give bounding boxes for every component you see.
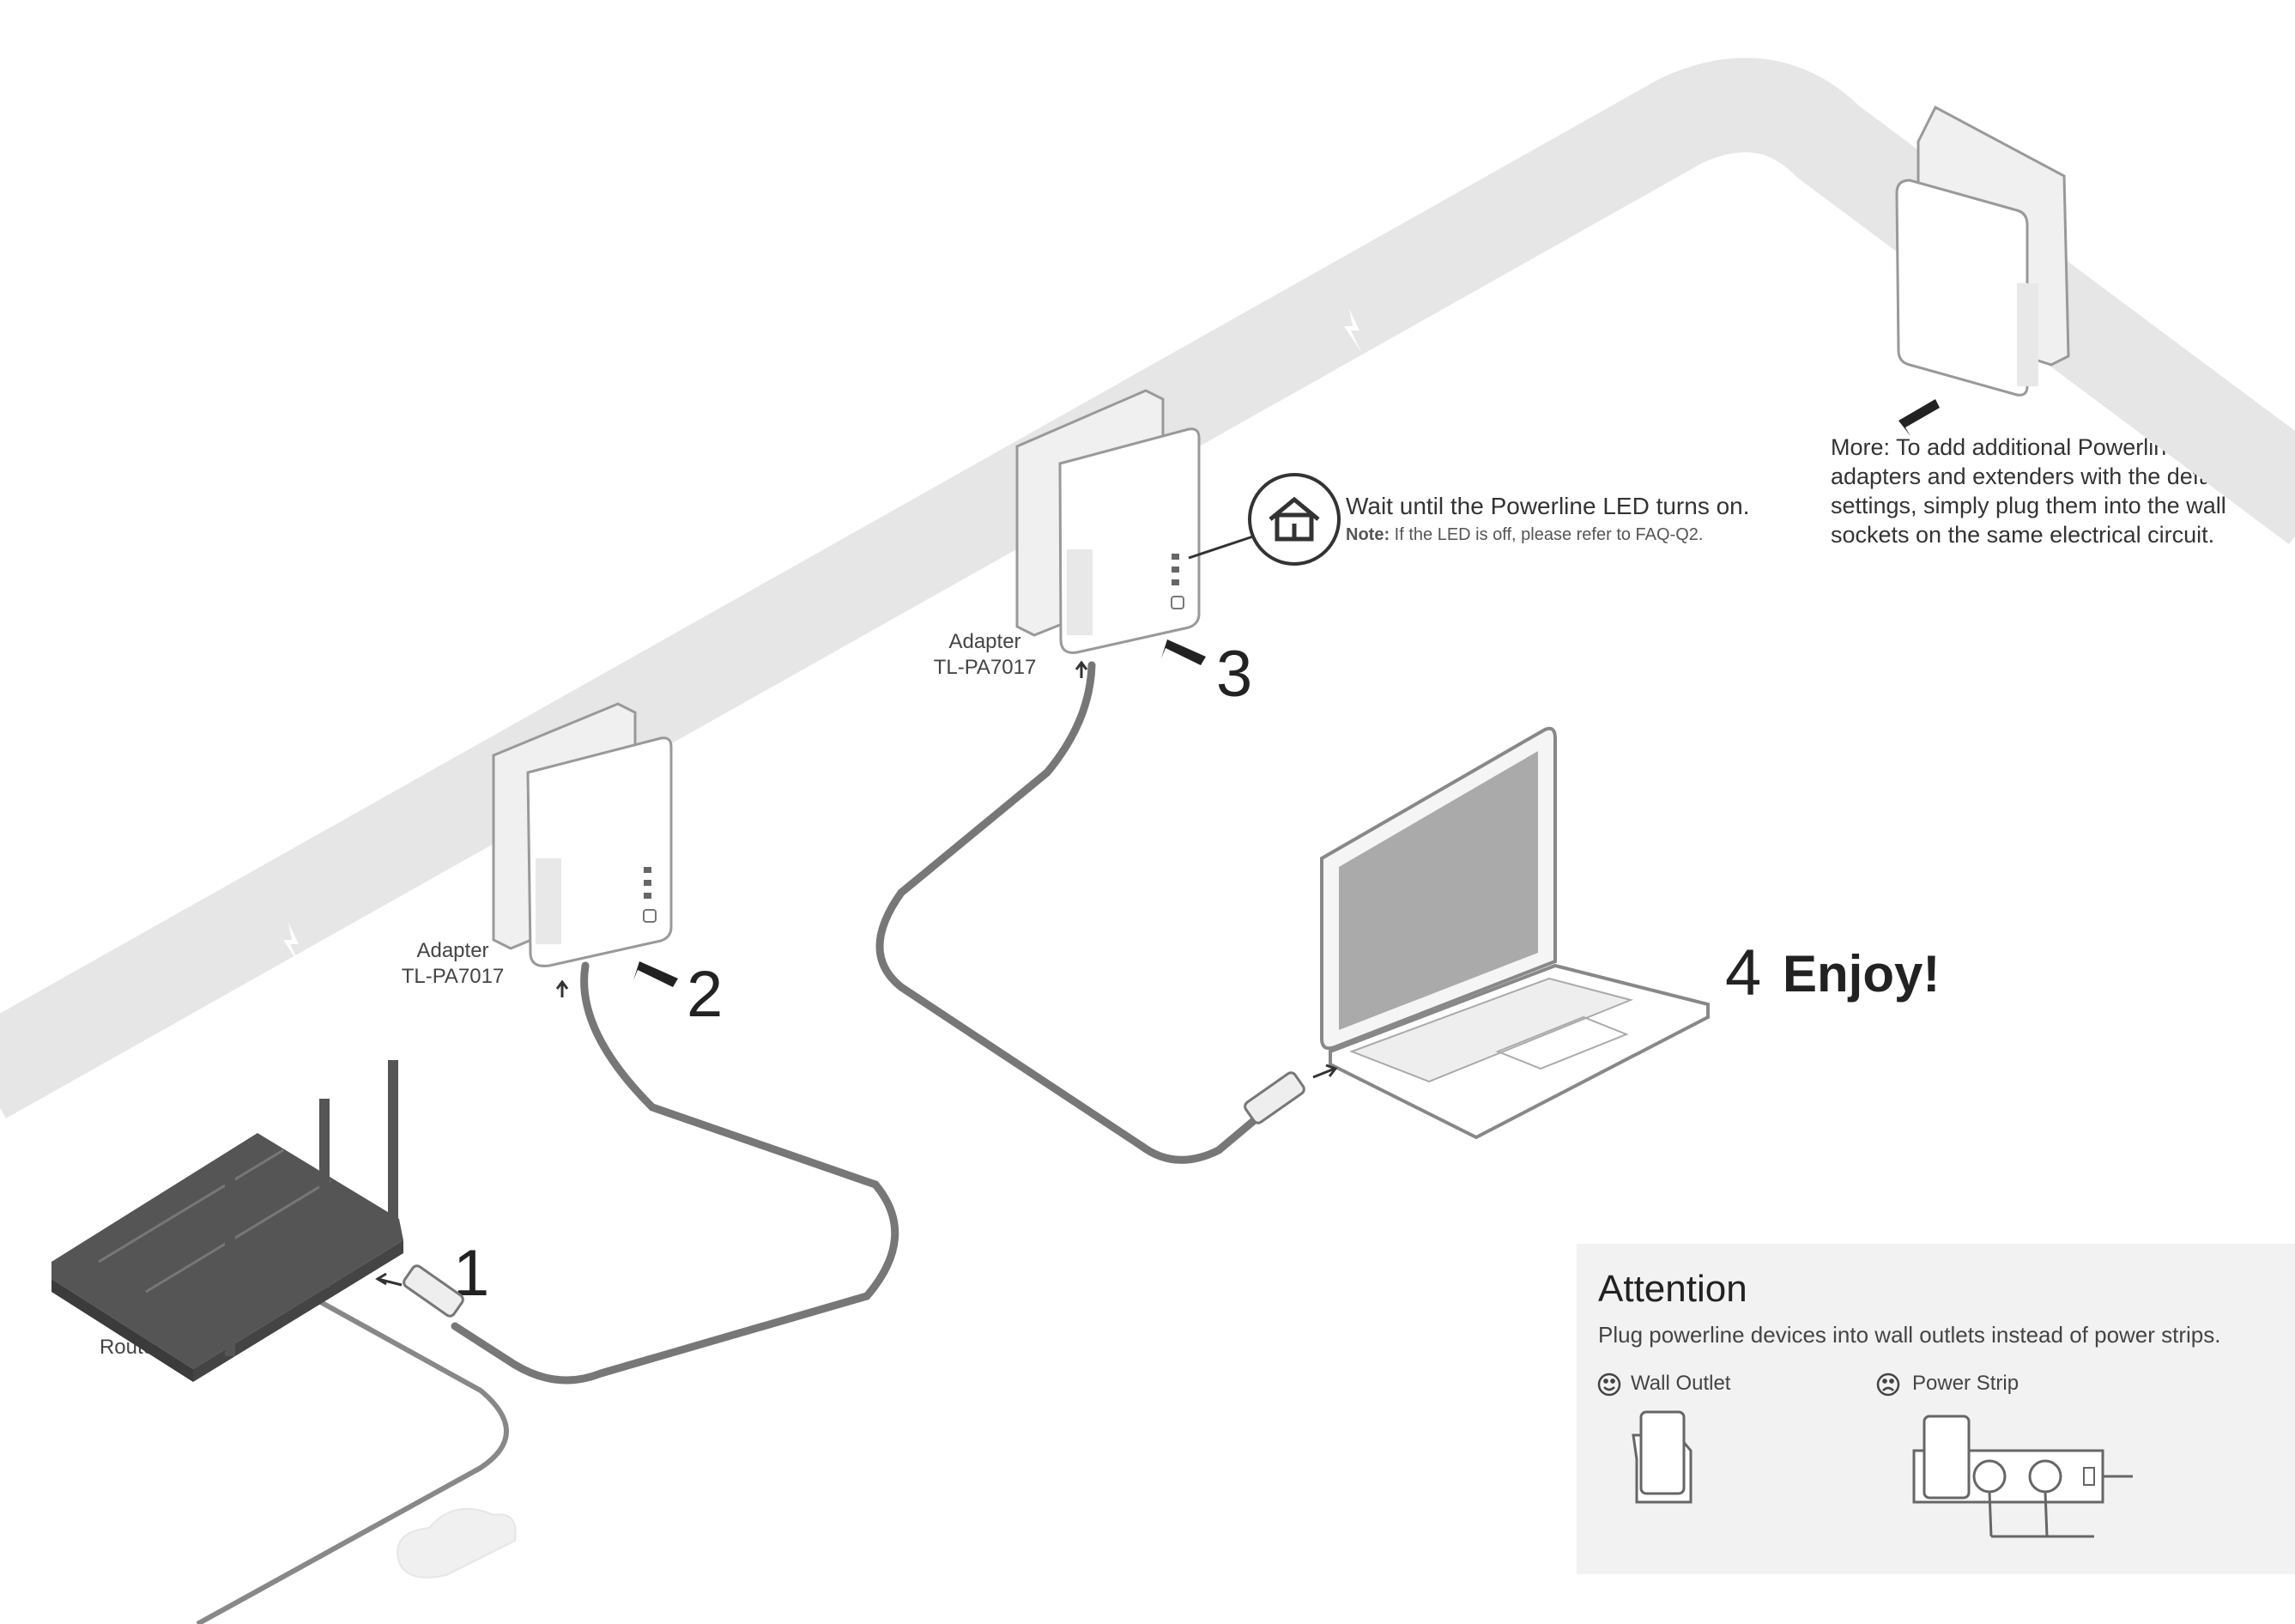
house-icon <box>1269 496 1320 542</box>
attention-text: Plug powerline devices into wall outlets… <box>1598 1322 2221 1348</box>
arrow-icon <box>1312 1063 1338 1079</box>
electrical-circuit-band <box>0 58 2295 1118</box>
arrow-icon <box>1898 399 1940 436</box>
wall-outlet-label: Wall Outlet <box>1631 1372 1731 1395</box>
internet-cloud-icon <box>397 1507 517 1579</box>
arrow-up-icon <box>555 979 569 997</box>
step-2-number: 2 <box>687 958 724 1031</box>
step-3-number: 3 <box>1216 638 1253 711</box>
power-strip-label: Power Strip <box>1912 1372 2019 1395</box>
led-note: Note: If the LED is off, please refer to… <box>1346 525 1704 544</box>
lightning-icon <box>2187 322 2207 350</box>
ethernet-plug-icon <box>1244 1071 1305 1124</box>
router <box>51 1060 403 1382</box>
powerline-led-callout <box>1248 473 1341 566</box>
attention-box <box>1577 1244 2295 1574</box>
lightning-icon <box>283 923 300 966</box>
led-instruction: Wait until the Powerline LED turns on. <box>1346 493 1750 519</box>
powerline-adapter-1 <box>492 702 673 967</box>
arrow-up-icon <box>1075 660 1088 678</box>
ethernet-plug-icon <box>403 1264 464 1318</box>
wall-outlet-adapter-icon <box>1632 1410 1692 1504</box>
cable-adapter1-router <box>451 961 899 1385</box>
arrow-icon <box>375 1272 403 1287</box>
laptop <box>1320 726 1710 1140</box>
smiley-happy-icon <box>1597 1373 1621 1397</box>
enjoy-text: Enjoy! <box>1783 945 1941 1003</box>
powerline-adapter-3 <box>1895 105 2070 397</box>
lightning-icon <box>1344 309 1361 352</box>
powerline-adapter-2 <box>1015 389 1201 654</box>
attention-title: Attention <box>1598 1268 1747 1310</box>
power-strip-icon <box>1912 1415 2133 1538</box>
arrow-icon <box>1161 639 1206 665</box>
smiley-sad-icon <box>1876 1373 1900 1397</box>
cable-router-internet <box>196 1298 509 1624</box>
more-note: More: To add additional Powerline adapte… <box>1831 434 2237 548</box>
step-4-number: 4 <box>1725 936 1762 1009</box>
arrow-icon <box>633 961 678 987</box>
cable-adapter2-laptop <box>875 661 1266 1164</box>
